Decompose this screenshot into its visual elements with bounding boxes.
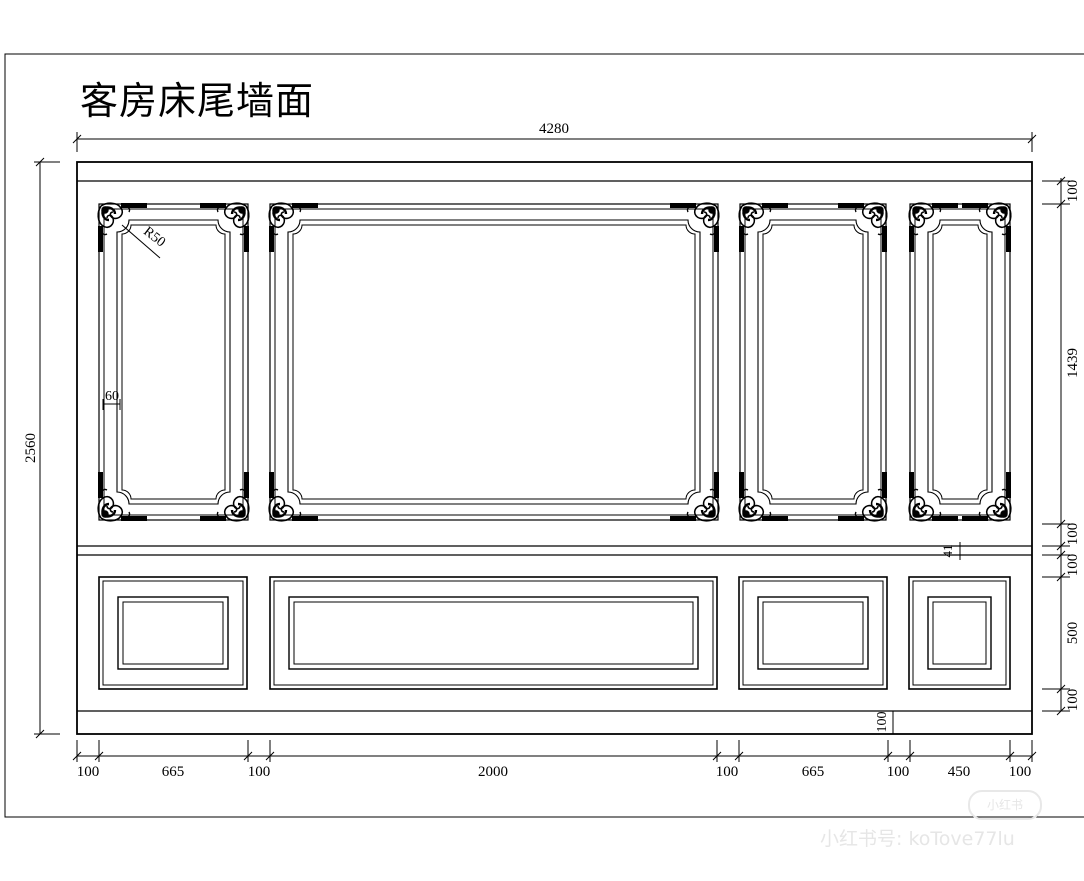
- carved-corner-ornament: [854, 488, 888, 522]
- upper-moulding-panel: [908, 202, 1012, 522]
- carved-corner-ornament: [978, 202, 1012, 236]
- watermark-id: 小红书号: koTove77lu: [820, 828, 1015, 850]
- carved-corner-ornament: [738, 488, 772, 522]
- dim-right-upper-panel: 1439: [1065, 348, 1081, 378]
- dim-overall-height: 2560: [23, 433, 39, 463]
- sheet-border: [4, 53, 1084, 818]
- dim-moulding-offset: 60: [105, 389, 119, 404]
- dimension-lines: [34, 132, 1070, 762]
- carved-corner-ornament: [978, 488, 1012, 522]
- dim-bottom-8: 100: [1009, 764, 1032, 780]
- dim-inner-gap: 41: [940, 545, 955, 558]
- dim-bottom-5: 665: [802, 764, 825, 780]
- lower-moulding-panel: [738, 576, 888, 690]
- dim-bottom-6: 100: [887, 764, 910, 780]
- upper-moulding-panel: [268, 202, 720, 522]
- lower-moulding-panel: [269, 576, 718, 690]
- drawing-title: 客房床尾墙面: [80, 79, 315, 123]
- dim-base-band: 100: [875, 712, 890, 733]
- carved-corner-ornament: [854, 202, 888, 236]
- dim-bottom-4: 100: [716, 764, 739, 780]
- dimension-labels: 4280 2560 100 665 100 2000 100 665 100 4…: [23, 121, 1081, 780]
- upper-moulding-panel: [738, 202, 888, 522]
- carved-corner-ornament: [216, 488, 250, 522]
- carved-corner-ornament: [908, 202, 942, 236]
- watermark-badge: 小红书: [968, 790, 1042, 820]
- carved-corner-ornament: [268, 488, 302, 522]
- dim-bottom-7: 450: [948, 764, 971, 780]
- dim-corner-radius: R50: [140, 224, 168, 250]
- carved-corner-ornament: [686, 202, 720, 236]
- lower-moulding-panel: [908, 576, 1011, 690]
- dim-right-lower-panel: 500: [1065, 622, 1081, 645]
- upper-panels: [97, 202, 1012, 522]
- carved-corner-ornament: [686, 488, 720, 522]
- carved-corner-ornament: [97, 202, 131, 236]
- upper-moulding-panel: [97, 202, 250, 522]
- wall-outline: [76, 161, 1033, 735]
- dim-bottom-3: 2000: [478, 764, 508, 780]
- lower-moulding-panel: [98, 576, 248, 690]
- carved-corner-ornament: [216, 202, 250, 236]
- dim-right-rail-b: 100: [1065, 554, 1081, 577]
- dim-bottom-1: 665: [162, 764, 185, 780]
- dim-right-rail-a: 100: [1065, 523, 1081, 546]
- lower-panels: [98, 576, 1011, 690]
- dim-bottom-2: 100: [248, 764, 271, 780]
- carved-corner-ornament: [908, 488, 942, 522]
- carved-corner-ornament: [738, 202, 772, 236]
- carved-corner-ornament: [268, 202, 302, 236]
- carved-corner-ornament: [97, 488, 131, 522]
- dim-bottom-0: 100: [77, 764, 100, 780]
- dim-right-lower-band: 100: [1065, 689, 1081, 712]
- dim-right-top-band: 100: [1065, 180, 1081, 203]
- dim-overall-width: 4280: [539, 121, 569, 137]
